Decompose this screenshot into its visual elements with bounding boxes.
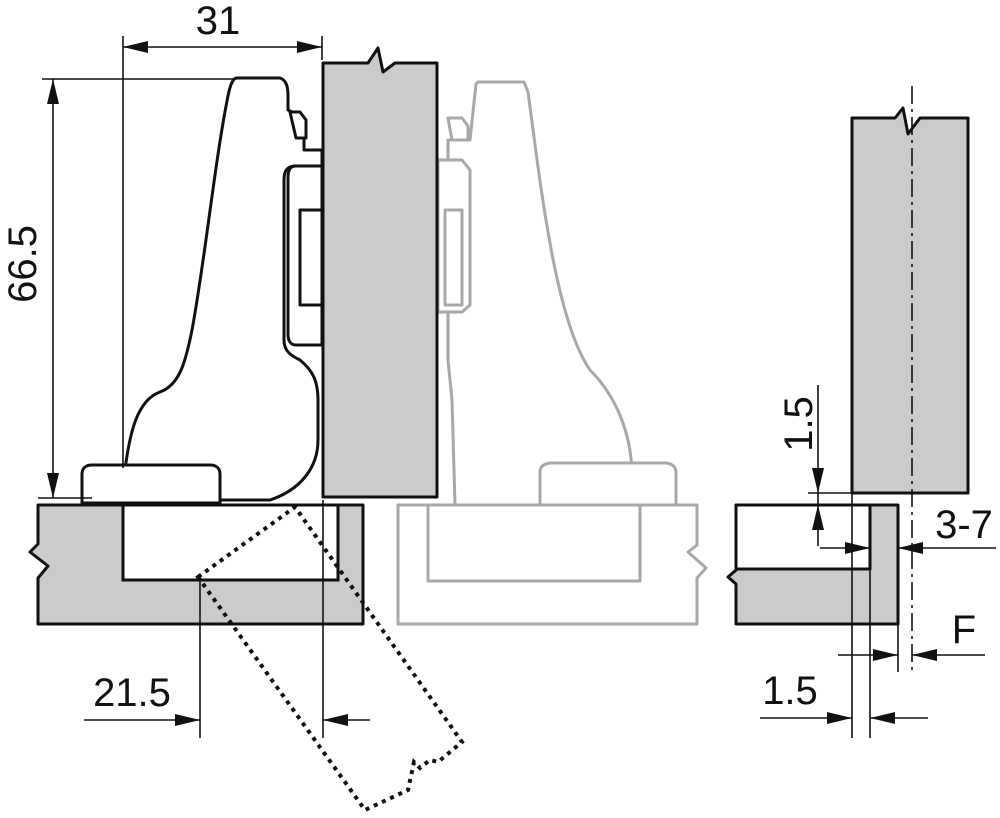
detail-side-panel (850, 106, 970, 495)
arrowhead-icon (812, 468, 824, 493)
dim-66-5-label: 66.5 (1, 225, 45, 303)
hinge-arm (80, 76, 324, 505)
detail-view: 1.5 3-7 F 1.5 (726, 86, 996, 738)
cabinet-side-panel (321, 46, 439, 499)
dim-21-5-label: 21.5 (93, 671, 171, 715)
ghost-hinge-arm (446, 80, 634, 507)
ghost-open-hinge (396, 80, 708, 626)
arrowhead-icon (323, 714, 348, 726)
dim-3-7-label: 3-7 (935, 503, 993, 547)
ghost-hinge-clip (446, 116, 470, 142)
arrowhead-icon (47, 79, 59, 104)
dimension-66-5: 66.5 (1, 78, 236, 499)
arrowhead-icon (297, 41, 322, 53)
arrowhead-icon (898, 542, 923, 554)
arrowhead-icon (870, 712, 895, 724)
detail-door-edge-recess (734, 503, 872, 571)
mounting-plate-slot (298, 208, 324, 307)
ghost-mounting-plate (436, 158, 472, 314)
arrowhead-icon (873, 649, 898, 661)
dim-31-label: 31 (196, 0, 241, 43)
dim-1-5-h-label: 1.5 (762, 669, 818, 713)
arrowhead-icon (912, 649, 937, 661)
dim-1-5-v-label: 1.5 (777, 396, 821, 452)
dimension-21-5: 21.5 (84, 500, 370, 738)
arrowhead-icon (827, 712, 852, 724)
hinge-clip (288, 110, 308, 140)
arrowhead-icon (175, 714, 200, 726)
dim-f-label: F (952, 608, 976, 652)
ghost-hinge-cup-cap (538, 461, 678, 507)
hinge-cup-recess (121, 503, 340, 582)
arrowhead-icon (47, 473, 59, 498)
arrowhead-icon (812, 505, 824, 530)
arrowhead-icon (123, 41, 148, 53)
open-door-outline (195, 504, 465, 813)
dimension-31: 31 (122, 0, 323, 468)
hinge-cup-cap (80, 463, 222, 505)
ghost-hinge-cup-recess (426, 503, 642, 583)
